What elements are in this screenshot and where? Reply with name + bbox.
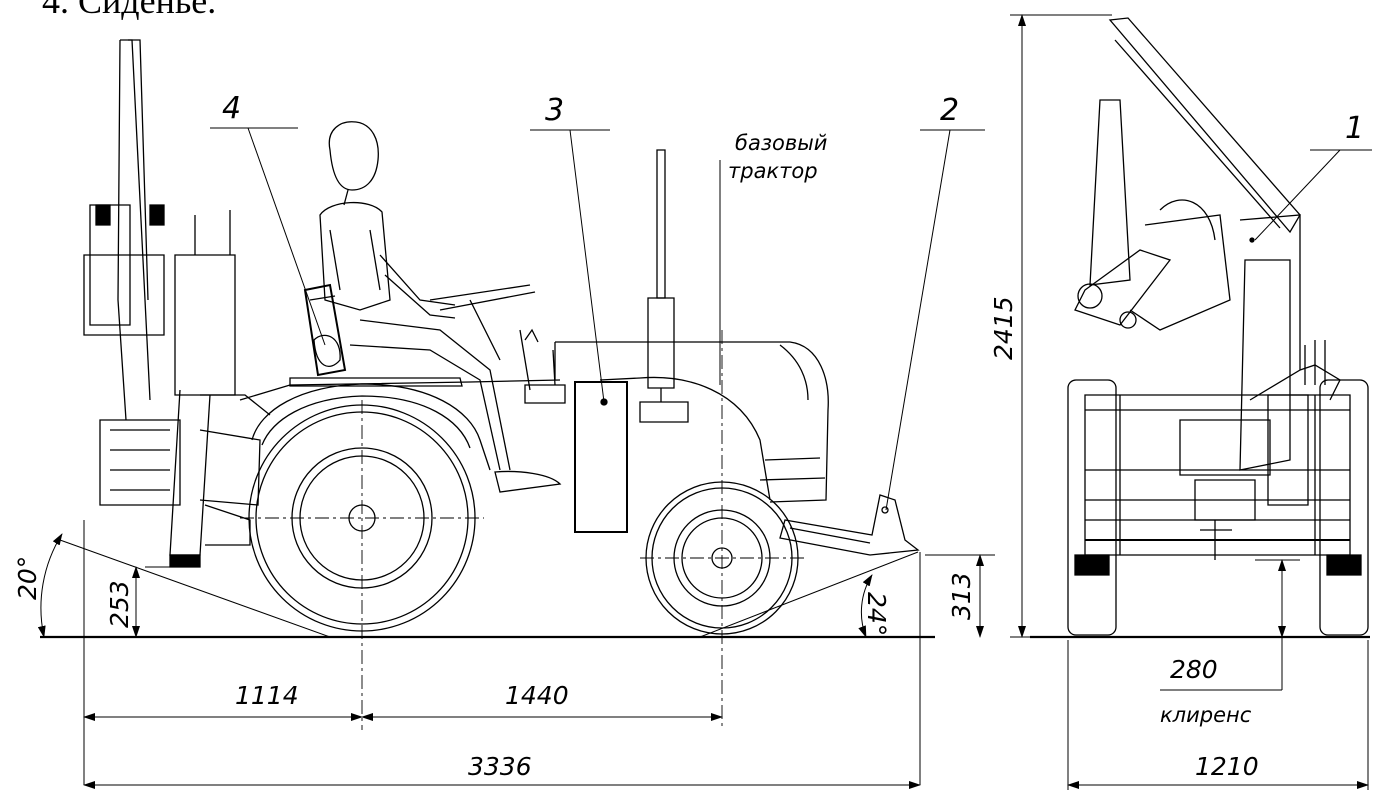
annotations: 4 3 2 1 базовый трактор клиренс 1114 144… [13, 91, 1364, 781]
left-tire [1068, 380, 1116, 635]
front-frame [1085, 395, 1350, 555]
side-view [37, 40, 995, 789]
dim-313: 313 [947, 572, 976, 620]
label-clearance: клиренс [1160, 703, 1252, 727]
dim-280: 280 [1170, 655, 1218, 684]
angle-arc-rear [37, 533, 63, 638]
label-base-line1: базовый [735, 131, 827, 155]
approach-slope [700, 552, 918, 637]
departure-slope [60, 540, 330, 637]
label-base-line2: трактор [728, 159, 818, 183]
tractor-hood [555, 342, 828, 502]
item-3-box [575, 382, 627, 532]
steering-controls [430, 285, 565, 403]
dim-1114: 1114 [235, 681, 299, 710]
dim-253: 253 [105, 580, 134, 628]
callout-4: 4 [222, 91, 241, 126]
front-view [1010, 14, 1372, 790]
callout-2: 2 [940, 93, 959, 128]
dozer-blade [780, 495, 918, 555]
dim-1210: 1210 [1195, 752, 1259, 781]
right-tire [1320, 380, 1368, 635]
callout-3: 3 [545, 93, 564, 128]
dim-rear-angle: 20° [13, 556, 42, 600]
backhoe-side [84, 40, 270, 567]
exhaust-pipe [640, 150, 688, 422]
page-heading: 4. Сиденье. [42, 0, 217, 21]
dim-1440: 1440 [505, 681, 569, 710]
operator-figure [320, 122, 560, 492]
dim-3336: 3336 [468, 752, 532, 781]
seat [290, 285, 462, 386]
dim-2415: 2415 [989, 296, 1018, 360]
dim-front-angle: 24° [862, 592, 891, 636]
backhoe-front [1075, 18, 1340, 505]
callout-1: 1 [1345, 111, 1364, 146]
angle-arc-front [858, 574, 873, 638]
